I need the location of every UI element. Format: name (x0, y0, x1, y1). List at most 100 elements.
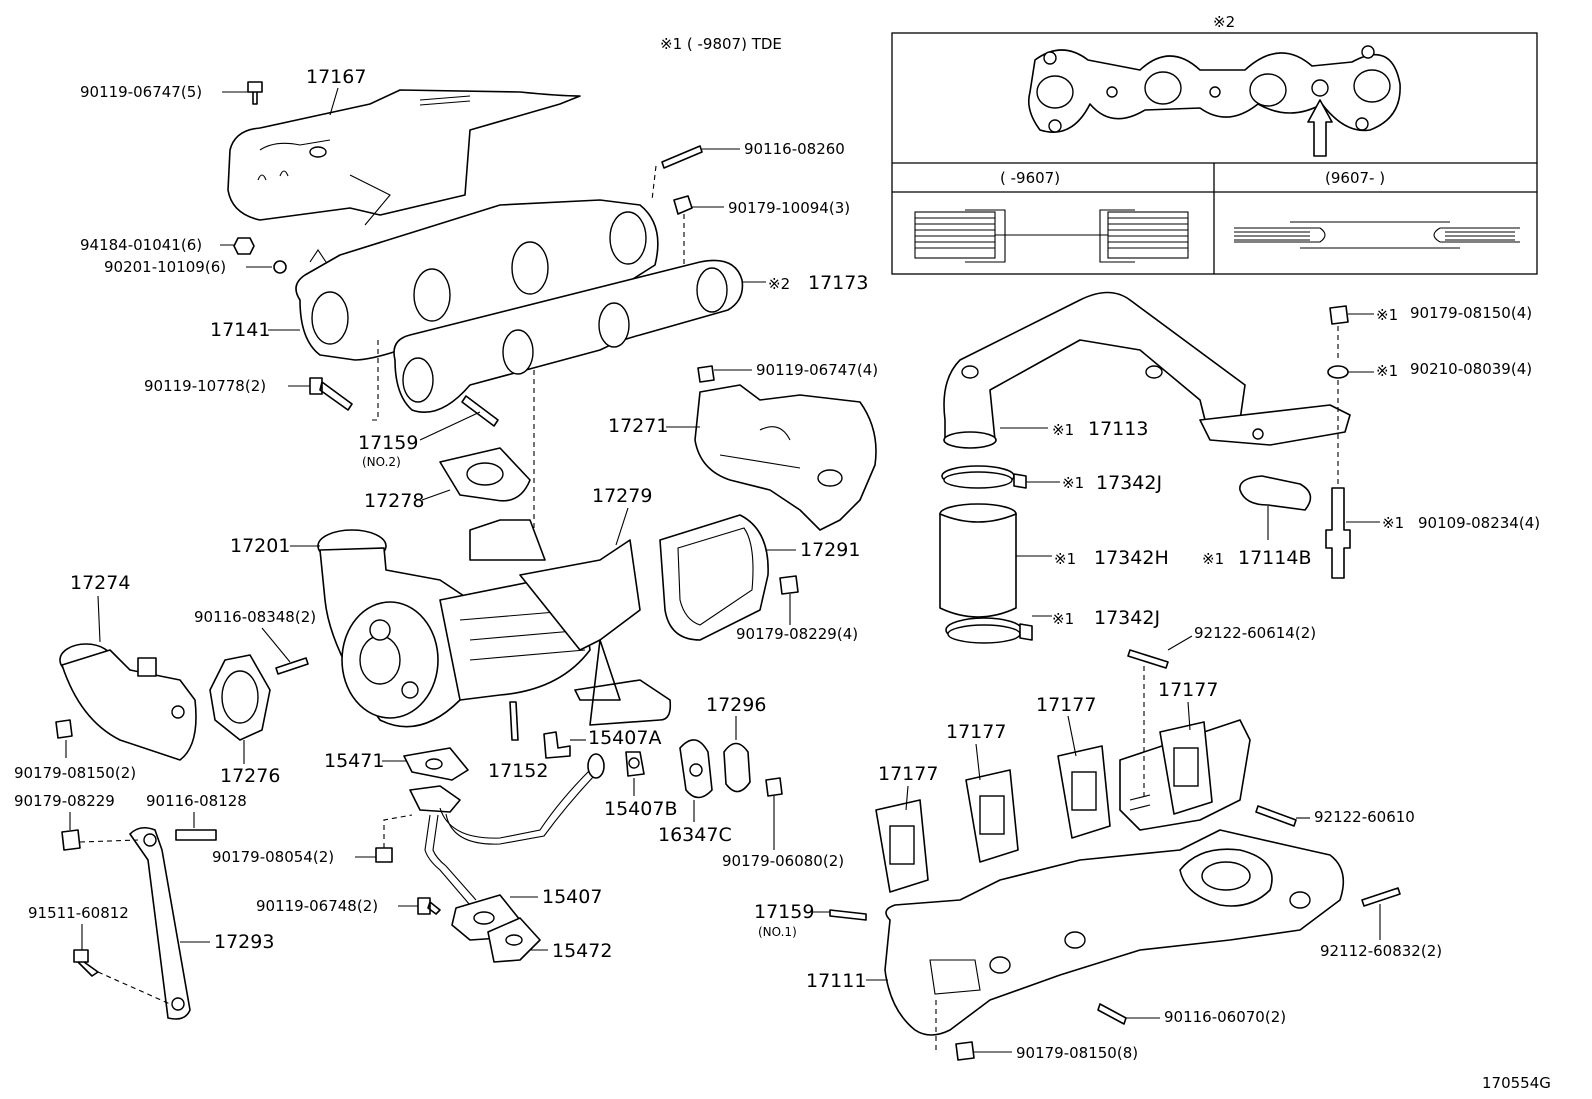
label-90179-08229: 90179-08229 (14, 792, 115, 810)
footer-code: 170554G (1482, 1074, 1551, 1092)
label-15407B: 15407B (604, 798, 677, 820)
stud-icon (829, 909, 867, 921)
label-17293: 17293 (214, 931, 274, 953)
label-17279: 17279 (592, 485, 652, 507)
label-17177-c: 17177 (1036, 694, 1096, 716)
label-90109-mark: ※1 (1382, 514, 1404, 532)
label-90210-mark: ※1 (1376, 362, 1398, 380)
turbo-heat-insulator-17271 (694, 384, 877, 531)
gasket-17296-drawing (723, 742, 751, 793)
bolt-icon (697, 365, 715, 383)
label-17159-no1: 17159 (754, 901, 814, 923)
nut-icon (1329, 305, 1349, 325)
label-90116-08260: 90116-08260 (744, 140, 845, 158)
intake-gaskets-17177 (875, 721, 1213, 893)
label-15471: 15471 (324, 750, 384, 772)
label-17159-no2: 17159 (358, 432, 418, 454)
label-92122-60614: 92122-60614(2) (1194, 624, 1316, 642)
label-90179-08150-4: 90179-08150(4) (1410, 304, 1532, 322)
nut-icon (673, 195, 693, 215)
nut-icon (375, 847, 393, 863)
label-90179-06080: 90179-06080(2) (722, 852, 844, 870)
bolt-icon (247, 81, 263, 105)
label-90116-06070: 90116-06070(2) (1164, 1008, 1286, 1026)
label-17152: 17152 (488, 760, 548, 782)
label-90119-06747-5: 90119-06747(5) (80, 83, 202, 101)
stud-icon (1097, 1003, 1127, 1025)
inset-period-right: (9607- ) (1325, 169, 1385, 187)
turbo-stay-17293 (129, 826, 191, 1020)
label-17111: 17111 (806, 970, 866, 992)
label-17173-mark: ※2 (768, 275, 790, 293)
label-17201: 17201 (230, 535, 290, 557)
label-17173: 17173 (808, 272, 868, 294)
label-15407: 15407 (542, 886, 602, 908)
nut-icon (61, 829, 81, 851)
label-17167: 17167 (306, 66, 366, 88)
label-94184-01041: 94184-01041(6) (80, 236, 202, 254)
label-17342J-a-mark: ※1 (1062, 474, 1084, 492)
label-90119-06748: 90119-06748(2) (256, 897, 378, 915)
exhaust-manifold-17141 (295, 199, 659, 361)
nut-icon (765, 777, 783, 797)
label-90179-08150-2: 90179-08150(2) (14, 764, 136, 782)
label-17291: 17291 (800, 539, 860, 561)
turbo-gasket-17278 (439, 447, 531, 502)
label-90179-08150-8: 90179-08150(8) (1016, 1044, 1138, 1062)
label-17141: 17141 (210, 319, 270, 341)
label-17114B: 17114B (1238, 547, 1311, 569)
bolt-icon (543, 731, 571, 759)
label-15472: 15472 (552, 940, 612, 962)
gasket-section-old (914, 209, 1189, 263)
label-90179-08150-4-mark: ※1 (1376, 306, 1398, 324)
stud-bolt-90109-drawing (1325, 487, 1351, 579)
inset-period-left: ( -9607) (1000, 169, 1060, 187)
label-17342H-mark: ※1 (1054, 550, 1076, 568)
label-90210-08039: 90210-08039(4) (1410, 360, 1532, 378)
gasket-17114B-drawing (1239, 475, 1312, 511)
turbocharger-17201 (317, 519, 641, 728)
manifold-gasket-17173 (393, 259, 744, 414)
stud-icon (1361, 887, 1401, 907)
label-17177-d: 17177 (1158, 679, 1218, 701)
washer-icon (273, 260, 287, 274)
label-90179-10094: 90179-10094(3) (728, 199, 850, 217)
label-16347C: 16347C (658, 824, 732, 846)
gasket-inset: ※2 ( -9607) (9607- ) (891, 13, 1538, 275)
stud-icon (1255, 805, 1297, 827)
nut-icon (233, 237, 255, 255)
nut-icon (779, 575, 799, 595)
label-90109-08234: 90109-08234(4) (1418, 514, 1540, 532)
label-17113-mark: ※1 (1052, 421, 1074, 439)
stud-icon (1127, 649, 1169, 669)
stud-icon (461, 395, 499, 427)
label-90179-08054: 90179-08054(2) (212, 848, 334, 866)
stud-icon (175, 829, 217, 841)
nut-icon (55, 719, 73, 739)
bolt-icon (73, 949, 99, 977)
label-90201-10109: 90201-10109(6) (104, 258, 226, 276)
label-17342J-a: 17342J (1096, 472, 1162, 494)
label-15407A: 15407A (588, 727, 661, 749)
intake-pipe-17113 (943, 291, 1351, 449)
label-90116-08348: 90116-08348(2) (194, 608, 316, 626)
stud-icon (275, 657, 309, 675)
heat-insulator-17167 (227, 89, 581, 226)
label-17342J-b-mark: ※1 (1052, 610, 1074, 628)
label-17342J-b: 17342J (1094, 607, 1160, 629)
nut-icon (955, 1041, 975, 1061)
label-91511-60812: 91511-60812 (28, 904, 129, 922)
label-17177-b: 17177 (946, 721, 1006, 743)
label-17177-a: 17177 (878, 763, 938, 785)
label-17159-no1-sub: (NO.1) (758, 925, 797, 939)
label-17159-no2-sub: (NO.2) (362, 455, 401, 469)
label-92112-60832: 92112-60832(2) (1320, 942, 1442, 960)
gasket-section-new (1234, 221, 1520, 249)
air-inlet-elbow-17274 (59, 643, 197, 761)
label-17342H: 17342H (1094, 547, 1169, 569)
intake-manifold-17111 (884, 719, 1345, 1036)
label-90119-06747-4: 90119-06747(4) (756, 361, 878, 379)
label-17271: 17271 (608, 415, 668, 437)
label-17113: 17113 (1088, 418, 1148, 440)
label-17276: 17276 (220, 765, 280, 787)
